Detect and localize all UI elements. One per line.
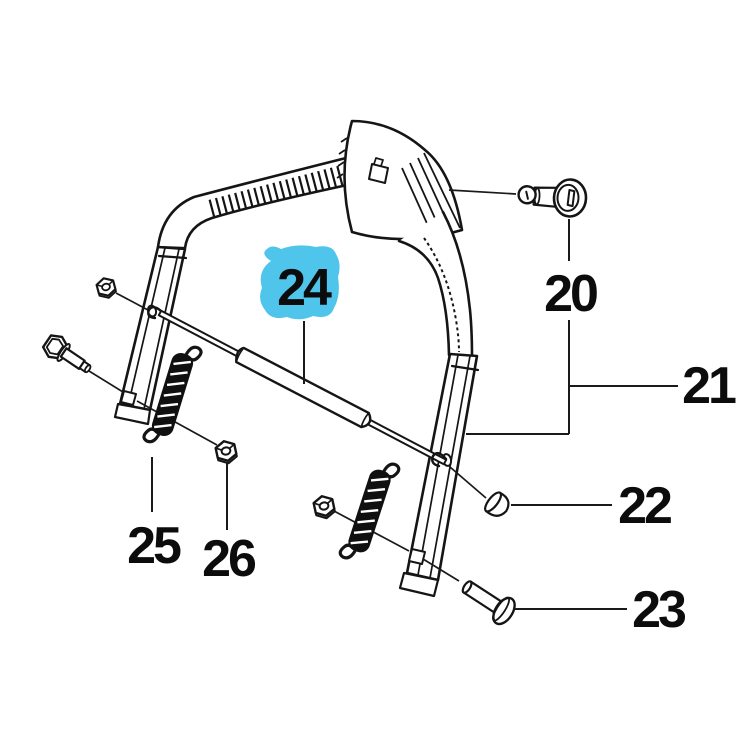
part-label-23[interactable]: 23 [632,581,689,639]
leader-21 [466,320,678,435]
bracket-hole [368,163,389,184]
grip-serration-right [423,237,460,353]
hex-nut-center [311,493,338,522]
part-label-20[interactable]: 20 [544,265,600,323]
frame-left-leg [113,245,188,426]
part-label-25[interactable]: 25 [127,517,184,575]
hex-nut-upper-left [94,275,119,302]
leader-lines [151,219,678,610]
part-label-24[interactable]: 24 [277,259,335,317]
hex-bolt-left [41,334,92,374]
part-24-highlight [260,245,340,320]
carriage-bolt-part-23 [461,580,516,626]
rod-left-hook [147,306,163,320]
right-leg-hole-bottom [408,548,426,565]
extension-spring-right [337,455,402,567]
assembly-axis-lines [88,189,517,582]
right-foot [398,571,440,598]
screw-part-20 [517,178,588,218]
part-label-26[interactable]: 26 [202,530,259,588]
left-leg-hole-bottom [120,390,137,406]
left-foot [113,402,152,426]
hex-nut-lower-left [213,438,240,467]
cap-nut-part-22 [484,491,510,517]
handle-frame [113,119,480,598]
mount-bracket [336,119,464,241]
part-label-21[interactable]: 21 [682,357,739,415]
frame-right-leg [398,352,480,598]
part-label-22[interactable]: 22 [618,477,674,535]
brake-rod [147,306,448,468]
rod-right-hook [431,451,448,468]
